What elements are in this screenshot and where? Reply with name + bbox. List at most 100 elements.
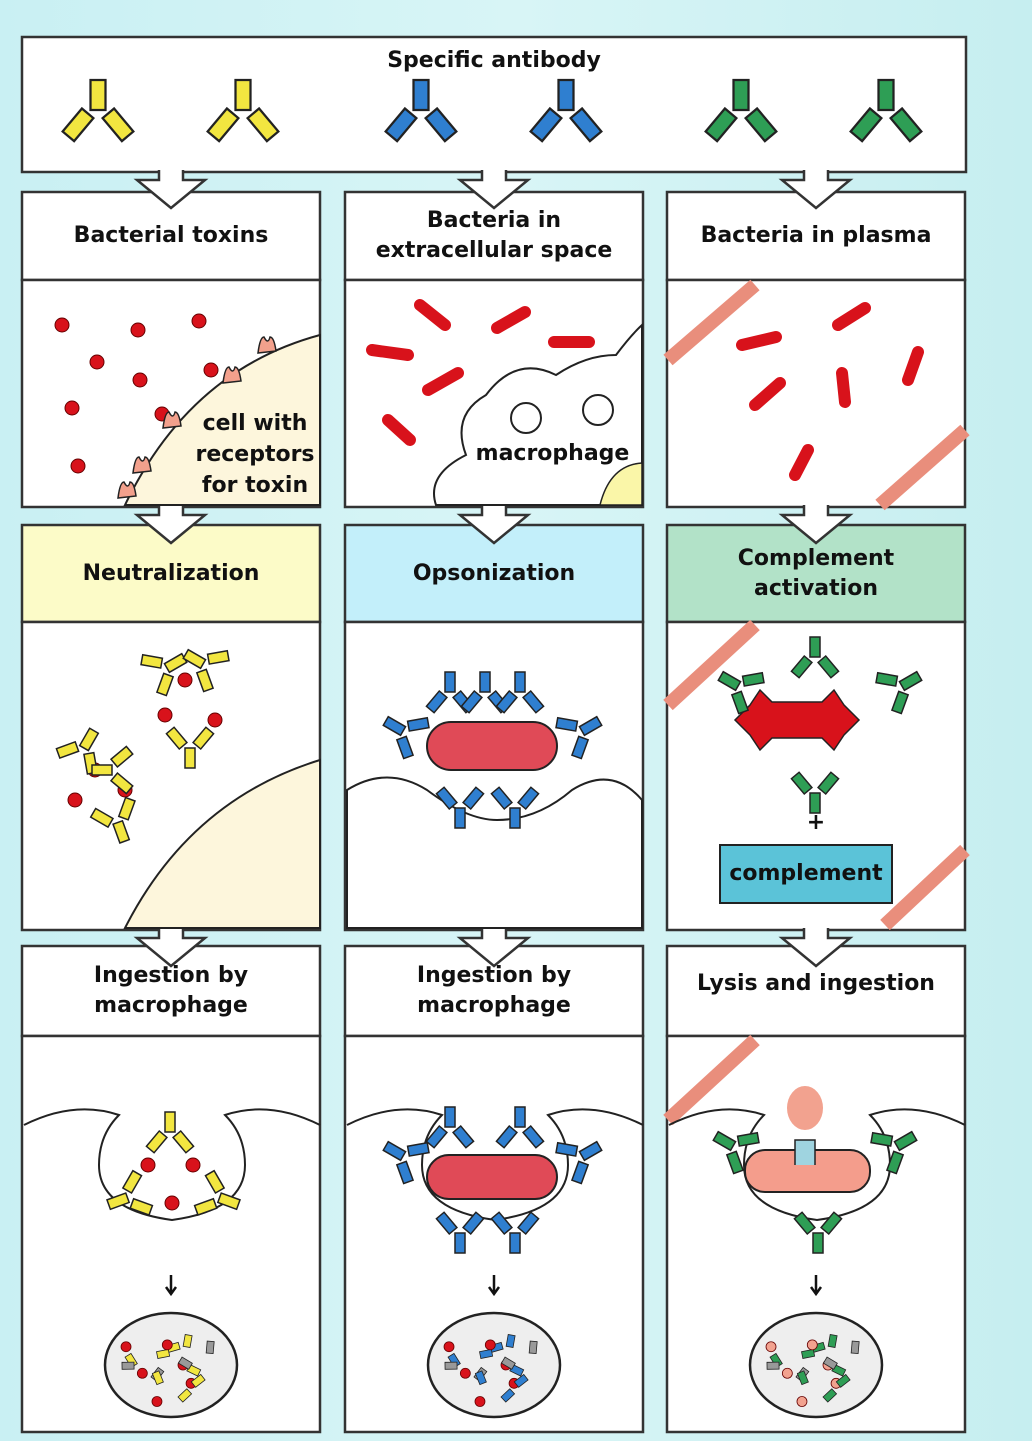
complement-label: complement xyxy=(729,861,883,886)
opsonized-bacterium xyxy=(426,721,558,771)
toxin-receptor xyxy=(132,456,152,474)
toxin xyxy=(164,1195,180,1211)
bacterium xyxy=(736,331,782,351)
debris xyxy=(505,1334,516,1348)
debris xyxy=(806,1339,818,1351)
cell-receptor-label: cell with receptors for toxin xyxy=(195,411,315,498)
macrophage xyxy=(346,776,643,929)
debris xyxy=(190,1373,206,1388)
blood-vessel-wall xyxy=(663,1034,760,1126)
debris xyxy=(513,1373,529,1388)
toxin xyxy=(67,792,83,808)
bacterium xyxy=(902,346,924,386)
down-arrow-icon xyxy=(133,170,209,210)
debris xyxy=(120,1341,132,1353)
toxin-receptor xyxy=(257,336,277,354)
down-arrow-icon xyxy=(133,505,209,545)
down-arrow-icon xyxy=(133,928,209,968)
debris xyxy=(765,1341,777,1353)
blood-vessel-wall xyxy=(663,619,760,711)
phagolysosome xyxy=(103,1311,239,1419)
bacterium xyxy=(749,377,786,411)
debris xyxy=(182,1334,193,1348)
blood-vessel-wall xyxy=(875,424,970,511)
small-arrow-icon xyxy=(164,1275,178,1297)
macrophage-label: macrophage xyxy=(475,441,630,466)
down-arrow-icon xyxy=(456,928,532,968)
complement-box xyxy=(719,844,893,904)
toxin xyxy=(140,1157,156,1173)
debris xyxy=(484,1339,496,1351)
debris xyxy=(827,1334,838,1348)
title: Specific antibody xyxy=(387,48,601,73)
debris xyxy=(156,1348,171,1359)
toxin xyxy=(64,400,80,416)
outcome-label: Ingestion by macrophage xyxy=(416,963,572,1018)
vacuole xyxy=(582,394,614,426)
toxin xyxy=(130,322,146,338)
toxin xyxy=(185,1157,201,1173)
toxin-receptor xyxy=(222,366,242,384)
ingested-bacterium xyxy=(426,1154,558,1200)
complement-bound-bacterium xyxy=(733,688,861,752)
debris xyxy=(528,1340,538,1355)
plus-sign: + xyxy=(806,810,826,835)
host-cell xyxy=(123,758,321,929)
toxin xyxy=(89,354,105,370)
debris xyxy=(161,1339,173,1351)
bacterium xyxy=(422,367,464,396)
macrophage-membrane xyxy=(668,1108,966,1222)
toxin xyxy=(191,313,207,329)
down-arrow-icon xyxy=(778,170,854,210)
target-label: Bacterial toxins xyxy=(73,223,269,248)
toxin-receptor xyxy=(117,481,137,499)
mechanism-label: Opsonization xyxy=(412,560,576,586)
debris xyxy=(766,1361,780,1370)
mechanism-label: Complement activation xyxy=(737,545,895,601)
vacuole xyxy=(510,402,542,434)
debris xyxy=(177,1356,193,1370)
debris xyxy=(121,1361,135,1370)
toxin xyxy=(54,317,70,333)
toxin xyxy=(177,672,193,688)
debris xyxy=(796,1370,809,1386)
outcome-label: Ingestion by macrophage xyxy=(93,963,249,1018)
small-arrow-icon xyxy=(809,1275,823,1297)
toxin xyxy=(132,372,148,388)
bacterium xyxy=(836,367,851,408)
debris xyxy=(822,1356,838,1370)
small-arrow-icon xyxy=(487,1275,501,1297)
down-arrow-icon xyxy=(778,928,854,968)
debris xyxy=(177,1388,193,1403)
debris xyxy=(474,1396,486,1407)
outcome-label: Lysis and ingestion xyxy=(697,971,935,996)
phagolysosome xyxy=(748,1311,884,1419)
antibody-header-box xyxy=(20,35,968,174)
debris xyxy=(801,1348,816,1359)
debris xyxy=(781,1367,793,1379)
debris xyxy=(796,1396,808,1407)
bacterium xyxy=(414,299,451,331)
down-arrow-icon xyxy=(456,505,532,545)
mechanism-label: Neutralization xyxy=(82,560,260,586)
toxin-receptor xyxy=(162,411,182,429)
toxin xyxy=(70,458,86,474)
debris xyxy=(444,1361,458,1370)
debris xyxy=(443,1341,455,1353)
debris xyxy=(459,1367,471,1379)
toxin xyxy=(157,707,173,723)
target-label: Bacteria in plasma xyxy=(700,223,932,248)
debris xyxy=(474,1370,487,1386)
debris xyxy=(835,1373,851,1388)
debris xyxy=(136,1367,148,1379)
membrane-attack-complex xyxy=(794,1139,816,1165)
debris xyxy=(151,1370,164,1386)
debris xyxy=(500,1356,516,1370)
debris xyxy=(205,1340,215,1355)
debris xyxy=(850,1340,860,1355)
bacterium xyxy=(491,306,531,334)
bacterium xyxy=(832,302,871,331)
macrophage-membrane xyxy=(23,1108,321,1222)
bacterium xyxy=(382,414,416,446)
